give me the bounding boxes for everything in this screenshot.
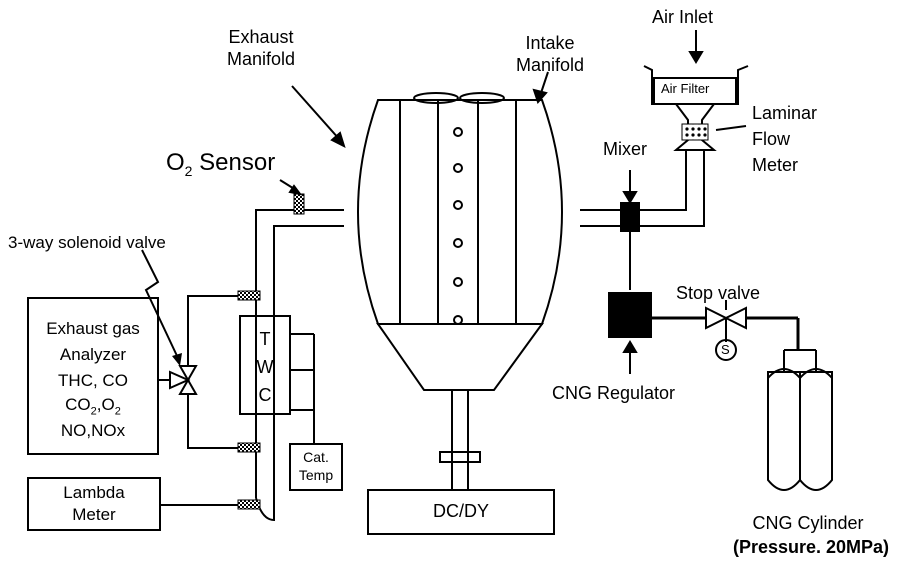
dc-dy-label: DC/DY	[432, 501, 489, 521]
intake-to-lfm-top	[640, 150, 687, 211]
air-inlet-label: Air Inlet	[652, 7, 714, 27]
twc-label-w: W	[256, 357, 274, 377]
cylinder-left	[767, 371, 801, 491]
analyzer-line-3: THC, CO	[58, 371, 128, 390]
o2-sensor-port	[293, 193, 305, 215]
mixer-block	[620, 202, 640, 232]
analyzer-line-5: NO,NOx	[60, 421, 126, 440]
air-filter-box	[653, 77, 737, 105]
laminar-flow-meter	[673, 103, 717, 151]
cylinder-manifold	[783, 349, 817, 372]
lambda-box	[27, 477, 161, 531]
mixer-label: Mixer	[603, 139, 647, 159]
twc-label-t: T	[259, 329, 271, 349]
lambda-label-1: Lambda	[63, 483, 125, 502]
cat-temp-box	[289, 443, 343, 491]
intake-label-2: Manifold	[515, 55, 585, 75]
engine-oil-pan	[376, 323, 544, 391]
cylinder-right	[799, 371, 833, 491]
exhaust-manifold-label-2: Manifold	[226, 49, 296, 69]
analyzer-line-4: CO2,O2	[65, 395, 121, 418]
dc-dy-box	[367, 489, 555, 535]
cat-temp-label-1: Cat.	[303, 449, 329, 465]
arrows	[279, 30, 747, 374]
cng-cylinder-label: CNG Cylinder	[752, 513, 864, 533]
analyzer-port-bottom	[237, 442, 261, 453]
engine-bolts	[453, 127, 463, 325]
analyzer-line-1: Exhaust gas	[46, 319, 140, 338]
exhaust-manifold-label-1: Exhaust	[228, 27, 294, 47]
intake-to-lfm-bottom	[640, 150, 705, 227]
laminar-label-2: Flow	[752, 129, 791, 149]
cat-temp-label-2: Temp	[298, 467, 334, 483]
sample-line-bottom	[187, 386, 240, 449]
exhaust-pipe-inner	[273, 225, 344, 498]
intake-label-1: Intake	[525, 33, 575, 53]
engine-fan-right	[459, 92, 505, 104]
stop-valve-s-label: S	[721, 342, 730, 357]
engine-fan-left	[413, 92, 459, 104]
twc-label-c: C	[258, 385, 272, 405]
cylinder-left-top	[767, 368, 801, 379]
solenoid-symbol	[715, 339, 737, 361]
stop-valve-label: Stop valve	[676, 283, 761, 303]
air-filter-label: Air Filter	[661, 81, 710, 96]
cylinder-right-top	[799, 368, 833, 379]
cng-regulator-block	[608, 292, 652, 338]
cng-regulator-label: CNG Regulator	[552, 383, 676, 403]
three-way-valve-symbol	[169, 365, 198, 395]
analyzer-box	[27, 297, 159, 455]
laminar-flow-mesh	[681, 123, 709, 141]
three-way-valve-label: 3-way solenoid valve	[8, 233, 166, 252]
stop-valve-symbol	[705, 306, 747, 330]
laminar-label-3: Meter	[752, 155, 799, 175]
lambda-label-2: Meter	[72, 505, 116, 524]
exhaust-pipe-outer	[255, 209, 344, 498]
laminar-label-1: Laminar	[752, 103, 818, 123]
cng-pressure-label: (Pressure. 20MPa)	[732, 537, 890, 557]
analyzer-line-2: Analyzer	[59, 345, 127, 364]
lambda-port	[237, 499, 261, 510]
solenoid-leader	[141, 249, 179, 359]
analyzer-port-top	[237, 290, 261, 301]
sample-line-top	[187, 295, 240, 374]
twc-box	[239, 315, 291, 415]
shaft-coupling	[439, 451, 481, 463]
o2-sensor-label: O2 Sensor	[166, 149, 276, 179]
solenoid-leader-head	[172, 353, 182, 366]
